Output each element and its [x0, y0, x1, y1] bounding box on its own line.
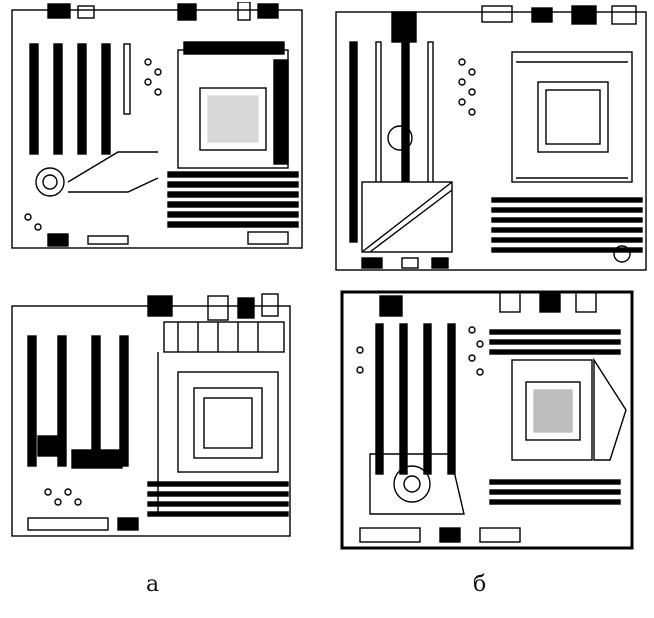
motherboard-bottom-left-drawing	[11, 293, 291, 537]
motherboard-top-left-drawing	[11, 2, 303, 249]
motherboard-bottom-right	[340, 290, 636, 552]
motherboard-bottom-left	[8, 292, 308, 542]
motherboard-top-right-drawing	[335, 5, 647, 271]
motherboard-top-left	[8, 2, 308, 252]
motherboard-bottom-right-drawing	[340, 290, 634, 550]
caption-b: б	[473, 572, 487, 597]
caption-a: а	[146, 572, 160, 597]
motherboard-top-right	[332, 2, 650, 274]
